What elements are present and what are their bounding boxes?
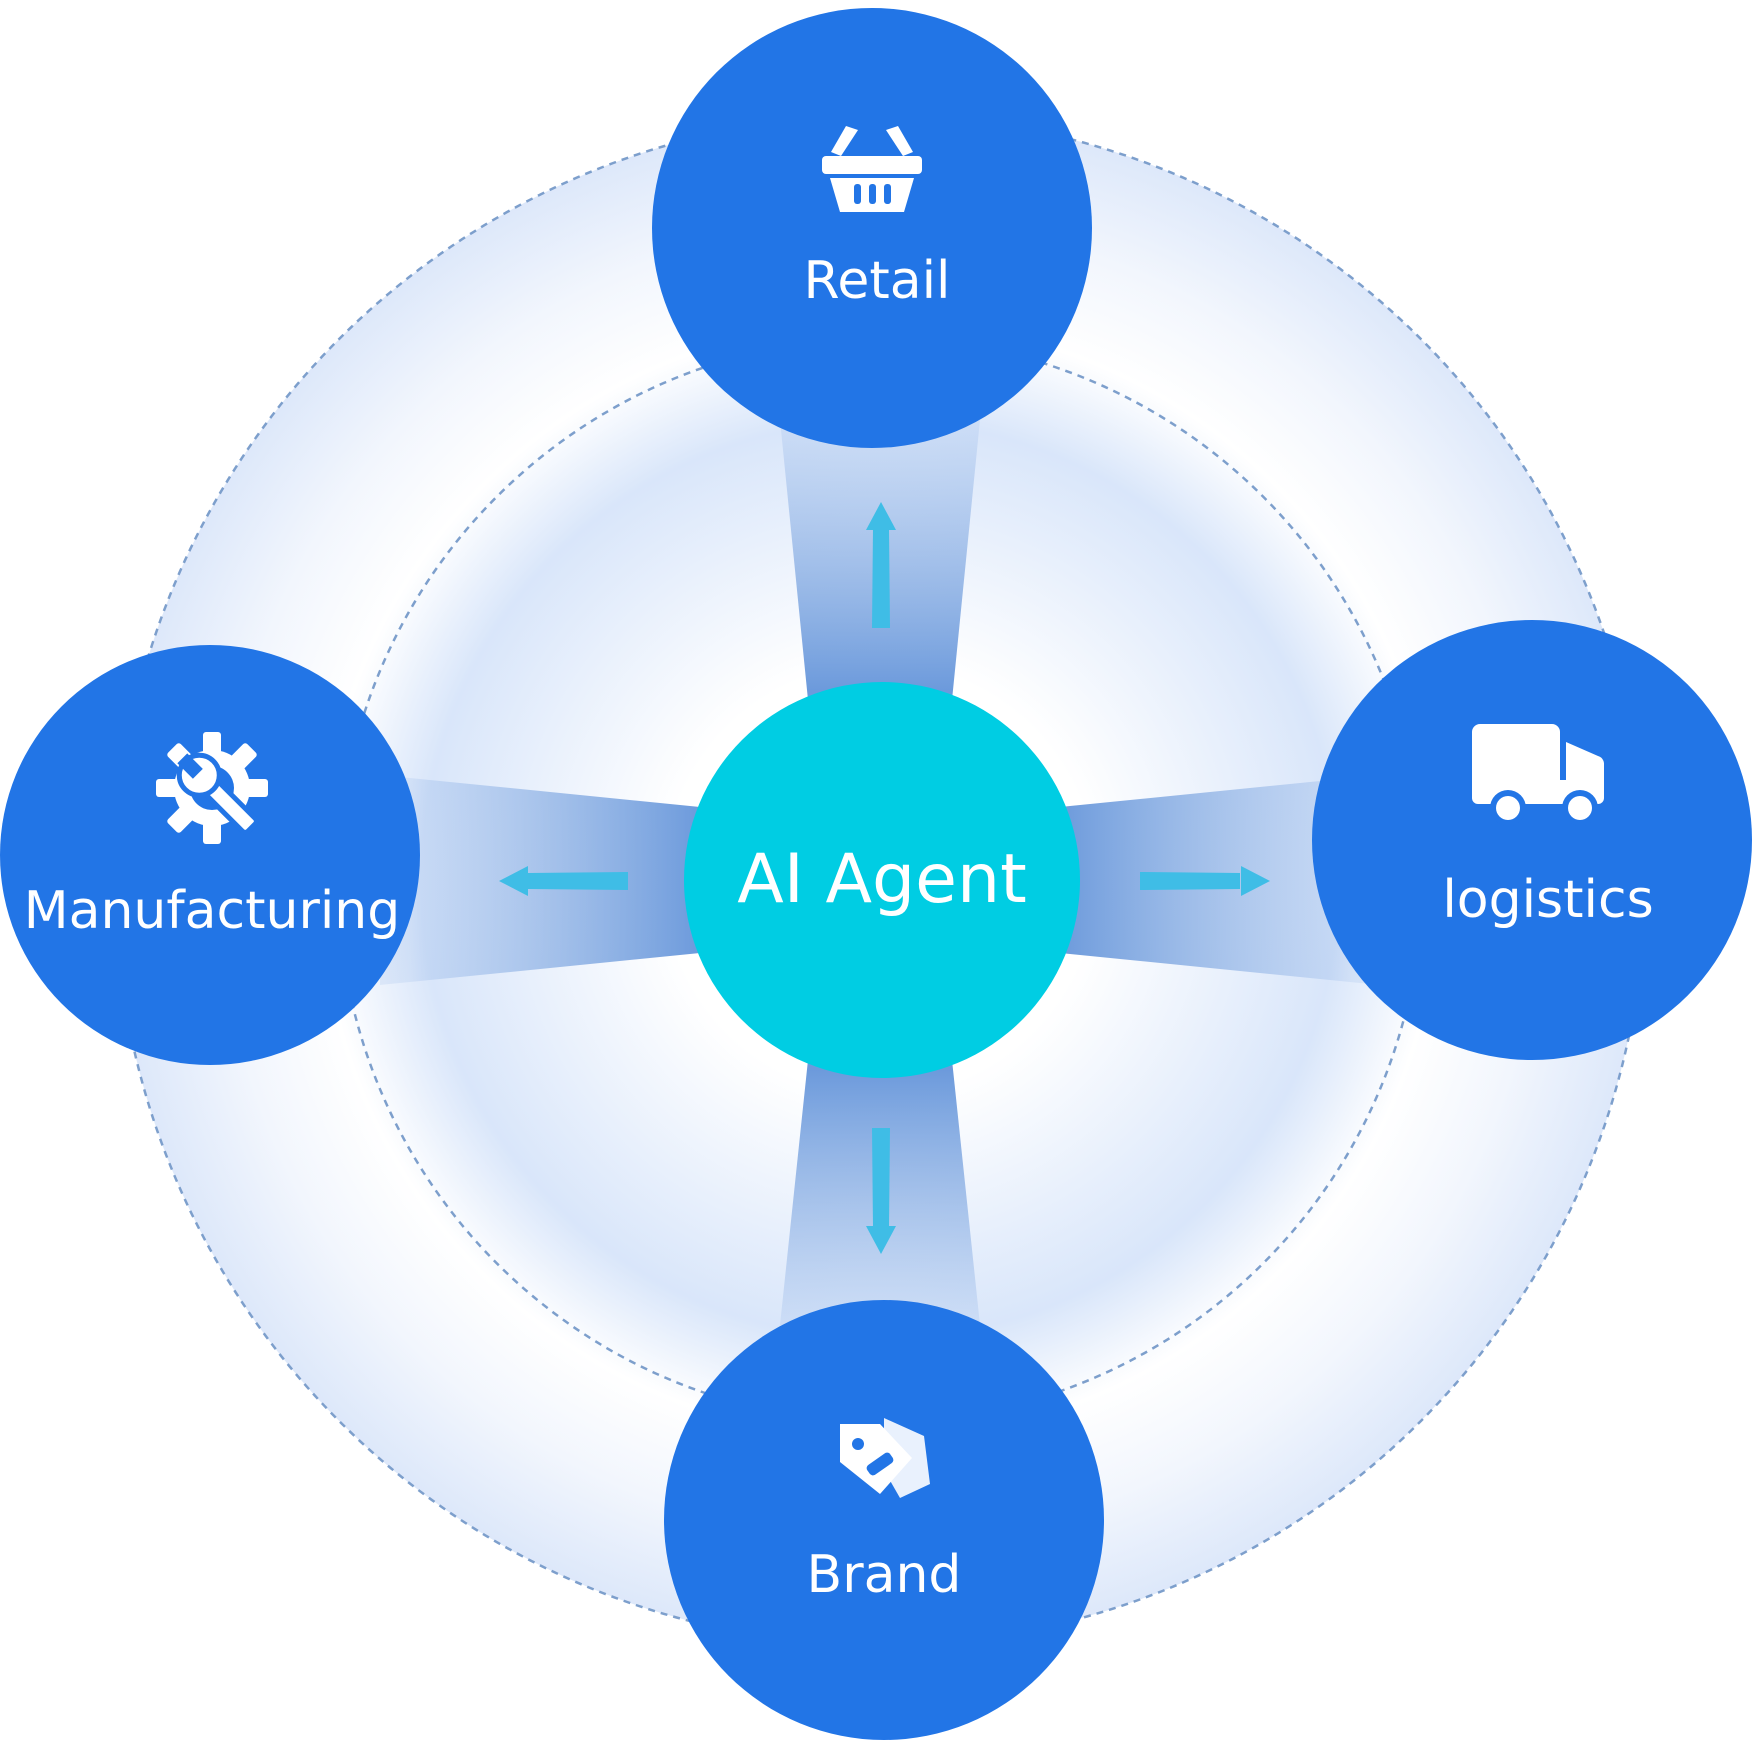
price-tags-icon bbox=[840, 1418, 930, 1498]
arrow-down bbox=[866, 1128, 896, 1254]
logistics-label: logistics bbox=[1442, 870, 1653, 930]
arrow-right bbox=[1140, 866, 1270, 896]
center-node: AI Agent bbox=[684, 682, 1080, 1078]
center-label: AI Agent bbox=[737, 840, 1026, 919]
node-retail: Retail bbox=[652, 8, 1092, 448]
node-manufacturing: Manufacturing bbox=[0, 645, 420, 1065]
brand-label: Brand bbox=[807, 1545, 962, 1605]
node-logistics: logistics bbox=[1312, 620, 1752, 1060]
manufacturing-label: Manufacturing bbox=[24, 881, 401, 941]
delivery-truck-icon bbox=[1472, 724, 1605, 826]
node-brand: Brand bbox=[664, 1300, 1104, 1740]
arrow-left bbox=[499, 866, 628, 896]
basket-slots bbox=[854, 184, 891, 204]
arrow-up bbox=[866, 502, 896, 628]
retail-label: Retail bbox=[804, 251, 951, 311]
gear-wrench-icon bbox=[156, 732, 268, 844]
